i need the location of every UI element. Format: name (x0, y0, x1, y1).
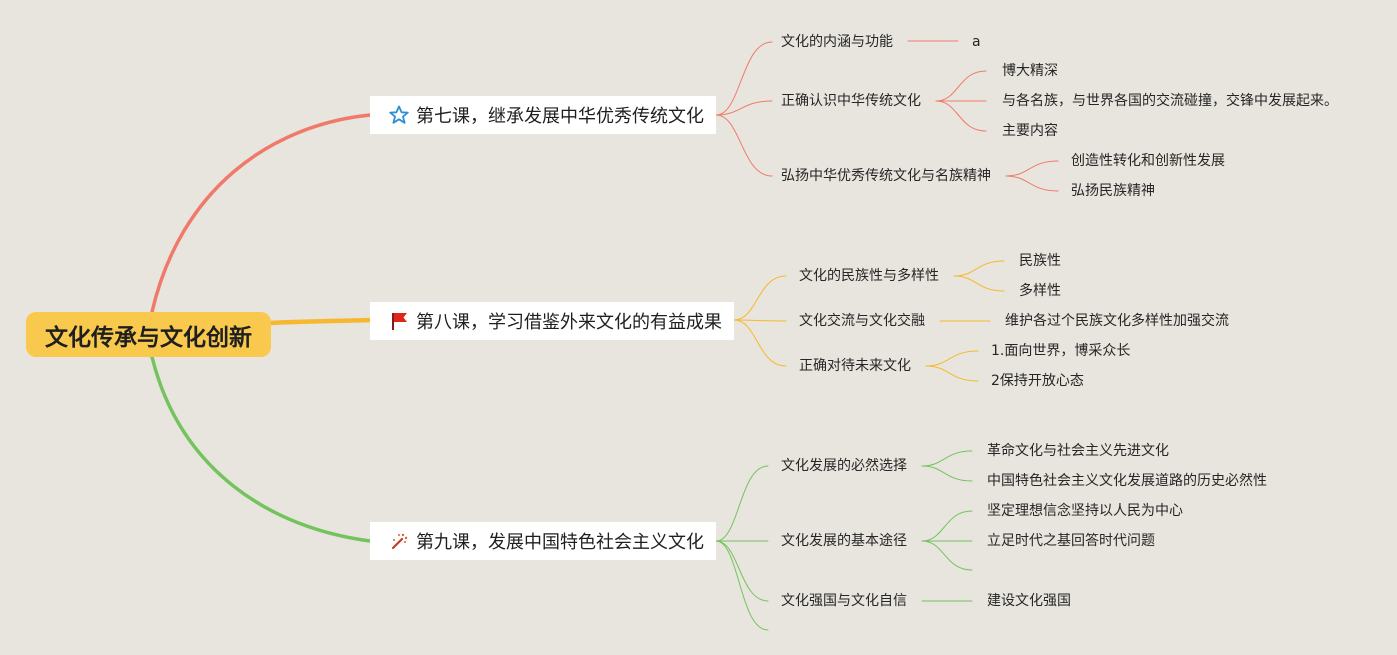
l8-topic-1 (733, 319, 787, 322)
l8-sub3-0 (925, 350, 979, 367)
l8-topic-0 (733, 275, 787, 321)
subtopic-answer-questions[interactable]: 立足时代之基回答时代问题 (987, 533, 1155, 549)
l8-sub1-1 (953, 275, 1005, 292)
l8-sub3-1 (925, 365, 979, 382)
lesson-9-topic[interactable]: 第九课，发展中国特色社会主义文化 (370, 522, 716, 560)
root-topic[interactable]: 文化传承与文化创新 (26, 312, 271, 357)
subtopic-cultural-power[interactable]: 建设文化强国 (987, 593, 1071, 609)
subtopic-revolutionary-culture[interactable]: 革命文化与社会主义先进文化 (987, 443, 1169, 459)
l9-topic-3 (715, 540, 769, 631)
l9-sub2-2 (921, 540, 973, 571)
subtopic-national-spirit[interactable]: 弘扬民族精神 (1071, 183, 1155, 199)
subtopic-nationality[interactable]: 民族性 (1019, 253, 1061, 269)
subtopic-maintain-diversity[interactable]: 维护各过个民族文化多样性加强交流 (1005, 313, 1229, 329)
l7-sub2-2 (935, 100, 987, 132)
l7-sub3-1 (1005, 175, 1059, 192)
topic-basic-path[interactable]: 文化发展的基本途径 (781, 533, 907, 549)
lesson-8-label: 第八课，学习借鉴外来文化的有益成果 (416, 312, 722, 333)
subtopic-a[interactable]: a (972, 34, 981, 50)
lesson-7-label: 第七课，继承发展中华优秀传统文化 (416, 106, 704, 127)
star-icon (388, 104, 410, 126)
l7-topic-2 (715, 114, 773, 177)
subtopic-diversity[interactable]: 多样性 (1019, 283, 1061, 299)
lesson-7-topic[interactable]: 第七课，继承发展中华优秀传统文化 (370, 96, 716, 134)
lesson-8-topic[interactable]: 第八课，学习借鉴外来文化的有益成果 (370, 302, 734, 340)
topic-nationality-diversity[interactable]: 文化的民族性与多样性 (799, 268, 939, 284)
l7-topic-0 (715, 41, 773, 116)
red-flag-icon (388, 310, 410, 332)
l7-topic-1 (715, 100, 773, 116)
topic-culture-connotation[interactable]: 文化的内涵与功能 (781, 34, 893, 50)
l9-topic-0 (715, 465, 769, 542)
topic-future-culture[interactable]: 正确对待未来文化 (799, 358, 911, 374)
l8-sub1-0 (953, 260, 1005, 277)
subtopic-creative-transformation[interactable]: 创造性转化和创新性发展 (1071, 153, 1225, 169)
subtopic-open-mind[interactable]: 2保持开放心态 (991, 373, 1084, 389)
subtopic-historical-inevitability[interactable]: 中国特色社会主义文化发展道路的历史必然性 (987, 473, 1267, 489)
topic-cultural-confidence[interactable]: 文化强国与文化自信 (781, 593, 907, 609)
subtopic-firm-ideals[interactable]: 坚定理想信念坚持以人民为中心 (987, 503, 1183, 519)
l7-sub2-0 (935, 70, 987, 102)
subtopic-main-content[interactable]: 主要内容 (1002, 123, 1058, 139)
lesson-9-label: 第九课，发展中国特色社会主义文化 (416, 532, 704, 553)
l8-topic-2 (733, 319, 787, 367)
subtopic-face-world[interactable]: 1.面向世界，博采众长 (991, 343, 1131, 359)
l9-sub2-0 (921, 510, 973, 542)
topic-exchange-integration[interactable]: 文化交流与文化交融 (799, 313, 925, 329)
branch-lesson-7 (150, 113, 372, 314)
fireworks-icon (388, 530, 410, 552)
l9-topic-2 (715, 540, 769, 602)
topic-inevitable-choice[interactable]: 文化发展的必然选择 (781, 458, 907, 474)
l9-sub1-0 (921, 450, 973, 467)
subtopic-exchange-development[interactable]: 与各名族，与世界各国的交流碰撞，交锋中发展起来。 (1002, 93, 1338, 109)
l9-sub1-1 (921, 465, 973, 482)
branch-lesson-9 (150, 355, 372, 543)
topic-understand-traditional-culture[interactable]: 正确认识中华传统文化 (781, 93, 921, 109)
branch-lesson-8 (265, 317, 373, 326)
subtopic-broad-profound[interactable]: 博大精深 (1002, 63, 1058, 79)
l7-sub3-0 (1005, 160, 1059, 177)
topic-promote-traditional-culture[interactable]: 弘扬中华优秀传统文化与名族精神 (781, 168, 991, 184)
